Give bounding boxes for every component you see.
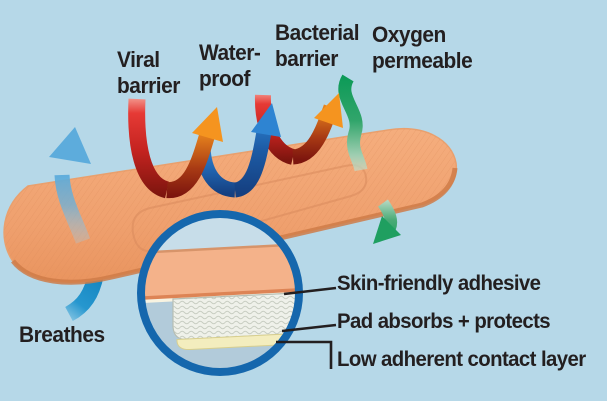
breathes-arrow xyxy=(49,127,91,244)
magnifier-film-layer xyxy=(141,244,299,298)
magnifier-circle xyxy=(137,210,303,376)
callout-line-contact xyxy=(276,340,333,369)
oxygen-arrow-green xyxy=(338,74,368,172)
label-low-adherent-contact: Low adherent contact layer xyxy=(337,348,586,371)
contact-layer xyxy=(176,332,299,351)
callout-lines xyxy=(276,286,337,369)
label-waterproof: Water-proof xyxy=(199,40,261,91)
callout-line-pad xyxy=(281,323,337,333)
label-pad-absorbs: Pad absorbs + protects xyxy=(337,310,551,333)
red-ribbon-viral xyxy=(128,98,223,199)
bandage-bottom-edge xyxy=(11,167,458,285)
bandage xyxy=(3,128,458,285)
oxygen-arrow-green-lower xyxy=(373,199,401,244)
label-breathes: Breathes xyxy=(19,322,105,347)
label-skin-friendly-adhesive: Skin-friendly adhesive xyxy=(337,272,541,295)
callout-line-adhesive xyxy=(283,286,337,296)
